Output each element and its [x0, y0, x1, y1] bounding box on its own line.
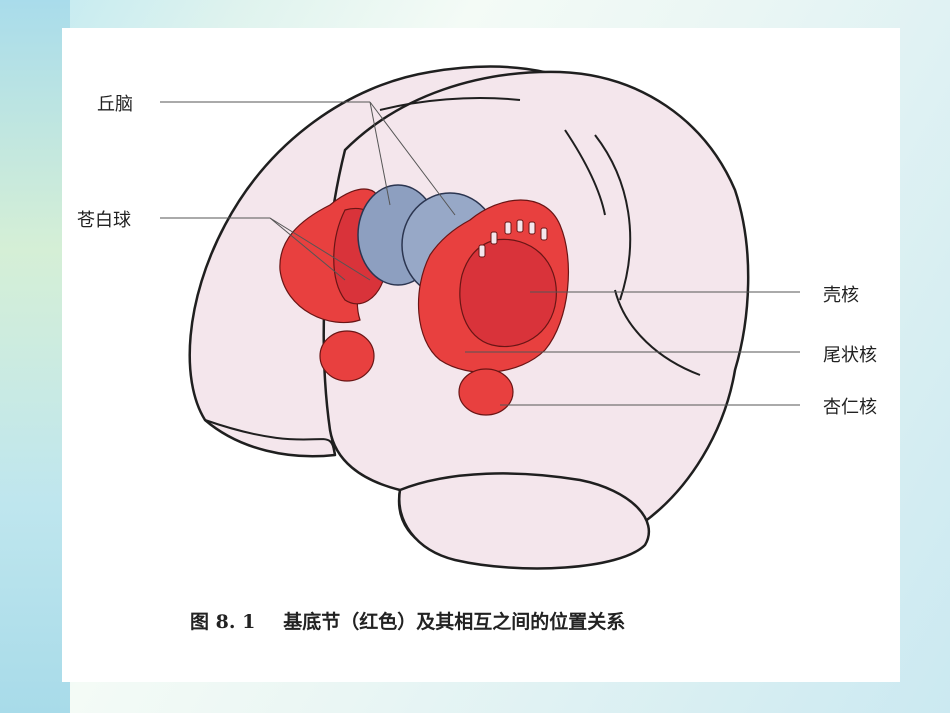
figure-caption: 图 8. 1 基底节（红色）及其相互之间的位置关系: [190, 607, 625, 634]
background-glow: [0, 0, 70, 713]
right-putamen: [459, 238, 557, 348]
label-globus-pallidus: 苍白球: [77, 210, 131, 231]
left-amygdala: [319, 330, 375, 382]
right-amygdala: [458, 368, 514, 416]
temporal-lobe: [398, 472, 651, 570]
striations: [478, 219, 548, 258]
caption-text: 基底节（红色）及其相互之间的位置关系: [283, 611, 626, 633]
label-amygdala: 杏仁核: [823, 397, 877, 418]
right-basal-nuclei: [417, 199, 569, 416]
label-thalamus: 丘脑: [97, 94, 133, 115]
caption-number: 图 8. 1: [190, 611, 256, 633]
label-putamen: 壳核: [823, 285, 859, 306]
sulci-lines: [204, 97, 701, 456]
label-caudate: 尾状核: [823, 345, 877, 366]
leader-lines: [160, 101, 800, 406]
